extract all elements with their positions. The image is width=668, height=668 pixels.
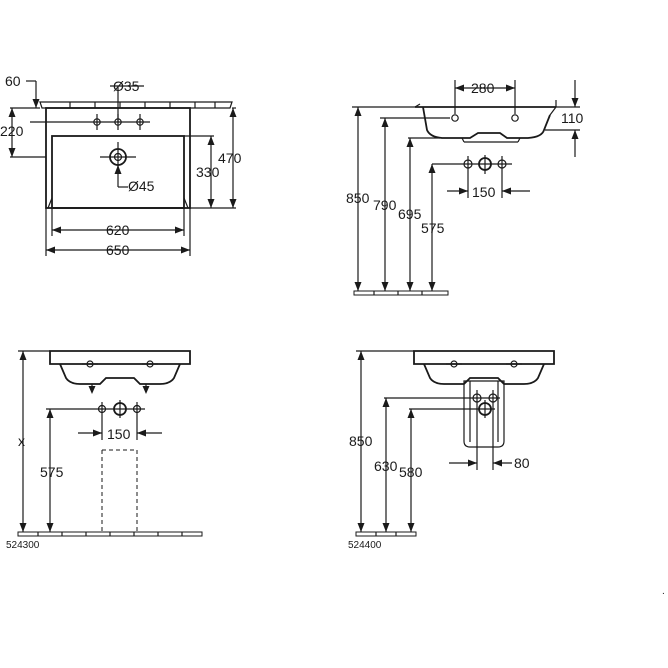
side-dim-850-label: 850 (346, 190, 370, 206)
dim-620-label: 620 (106, 222, 130, 238)
pedestal-dim-x-label: x (18, 433, 25, 449)
semi-dim-850-label: 850 (349, 433, 373, 449)
side-dim-695-label: 695 (398, 206, 422, 222)
top-view: 60 220 Ø35 Ø45 330 470 (0, 73, 242, 258)
semi-model-number: 524400 (348, 540, 382, 551)
side-dim-280-label: 280 (471, 80, 495, 96)
dim-470-label: 470 (218, 150, 242, 166)
side-tap-hole-left-icon (451, 114, 459, 122)
side-tap-hole-right-icon (511, 114, 519, 122)
front-view-semi-pedestal: 80 850 630 580 524400 (348, 350, 555, 551)
pedestal-dim-575-label: 575 (40, 464, 64, 480)
dim-330-label: 330 (196, 164, 220, 180)
semi-dim-630-label: 630 (374, 458, 398, 474)
semi-dim-80-label: 80 (514, 455, 530, 471)
dim-dia45-label: Ø45 (128, 178, 155, 194)
front-view-pedestal: 150 x 575 524300 (6, 350, 203, 551)
dim-dia35-label: Ø35 (113, 78, 140, 94)
footnote-mark: . (662, 586, 665, 597)
dim-220-label: 220 (0, 123, 24, 139)
dim-650-label: 650 (106, 242, 130, 258)
pedestal-dim-150-label: 150 (107, 426, 131, 442)
side-view: 280 110 150 850 790 (346, 80, 584, 296)
semi-dim-580-label: 580 (399, 464, 423, 480)
pedestal-model-number: 524300 (6, 540, 40, 551)
dim-60-label: 60 (5, 73, 21, 89)
side-dim-575-label: 575 (421, 220, 445, 236)
side-dim-150-label: 150 (472, 184, 496, 200)
side-dim-790-label: 790 (373, 197, 397, 213)
side-dim-110-label: 110 (561, 110, 584, 126)
